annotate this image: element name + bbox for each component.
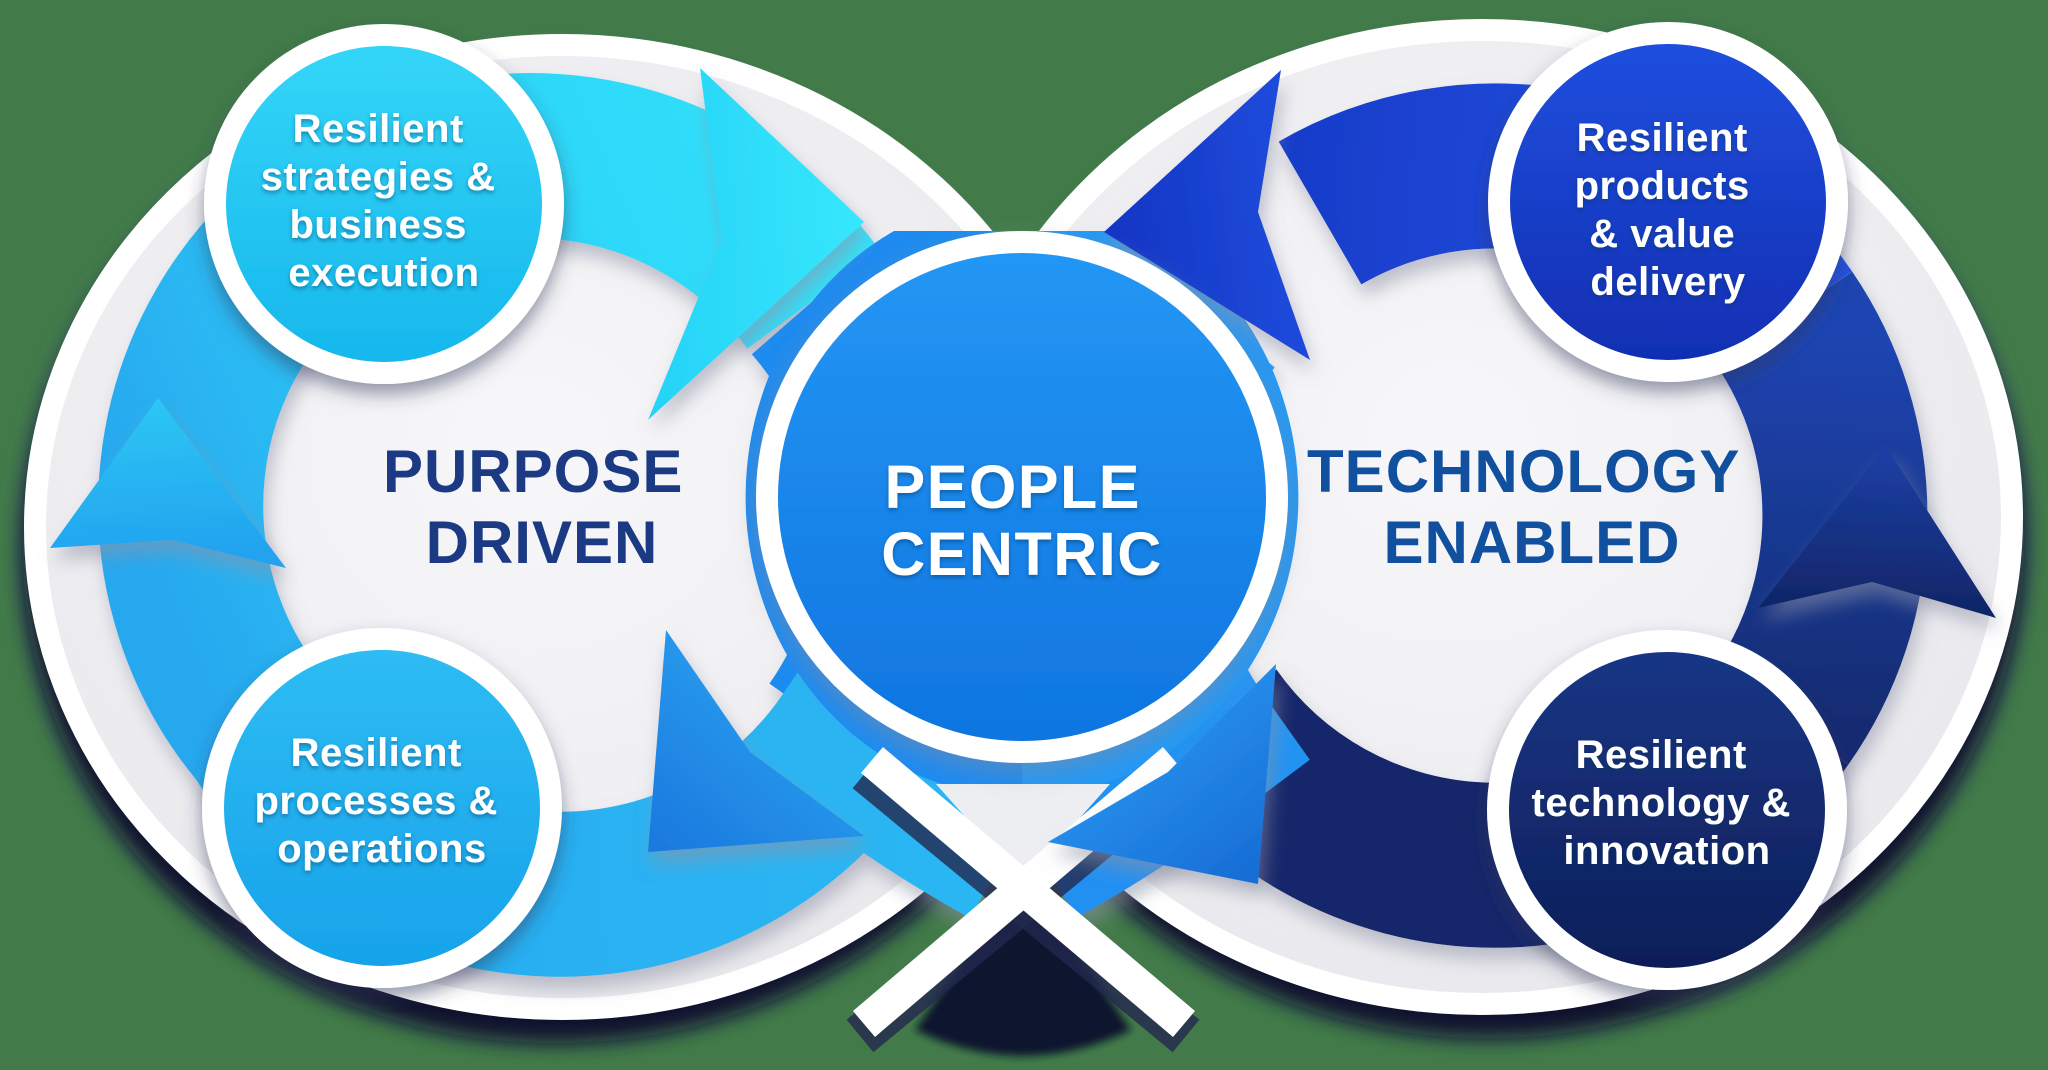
arrowhead-up-right-icon — [1758, 446, 1996, 618]
satellite-bottom-right — [1487, 630, 1847, 990]
satellite-top-right-label: Resilient products & value delivery — [1575, 116, 1762, 304]
bottom-rim-crossing — [846, 747, 1200, 1056]
arrowhead-right-icon — [648, 68, 864, 420]
satellite-bottom-left — [202, 628, 562, 988]
satellite-bottom-left-label: Resilient processes & operations — [254, 731, 509, 871]
arrowhead-down-left-icon — [648, 630, 864, 852]
satellite-top-right — [1488, 22, 1848, 382]
arrowheads — [50, 68, 1996, 884]
satellite-top-left — [204, 24, 564, 384]
left-cycle-title: PURPOSE DRIVEN — [383, 438, 701, 576]
center-circle-label: PEOPLE CENTRIC — [881, 453, 1163, 588]
arrowhead-left-icon — [1104, 70, 1310, 360]
arrowhead-down-right-icon — [1048, 664, 1276, 884]
center-circle — [756, 231, 1288, 763]
satellite-bottom-right-label: Resilient technology & innovation — [1532, 733, 1803, 873]
satellite-top-left-label: Resilient strategies & business executio… — [261, 107, 508, 295]
arrowhead-up-left-icon — [50, 398, 286, 568]
right-cycle-title: TECHNOLOGY ENABLED — [1307, 438, 1757, 576]
